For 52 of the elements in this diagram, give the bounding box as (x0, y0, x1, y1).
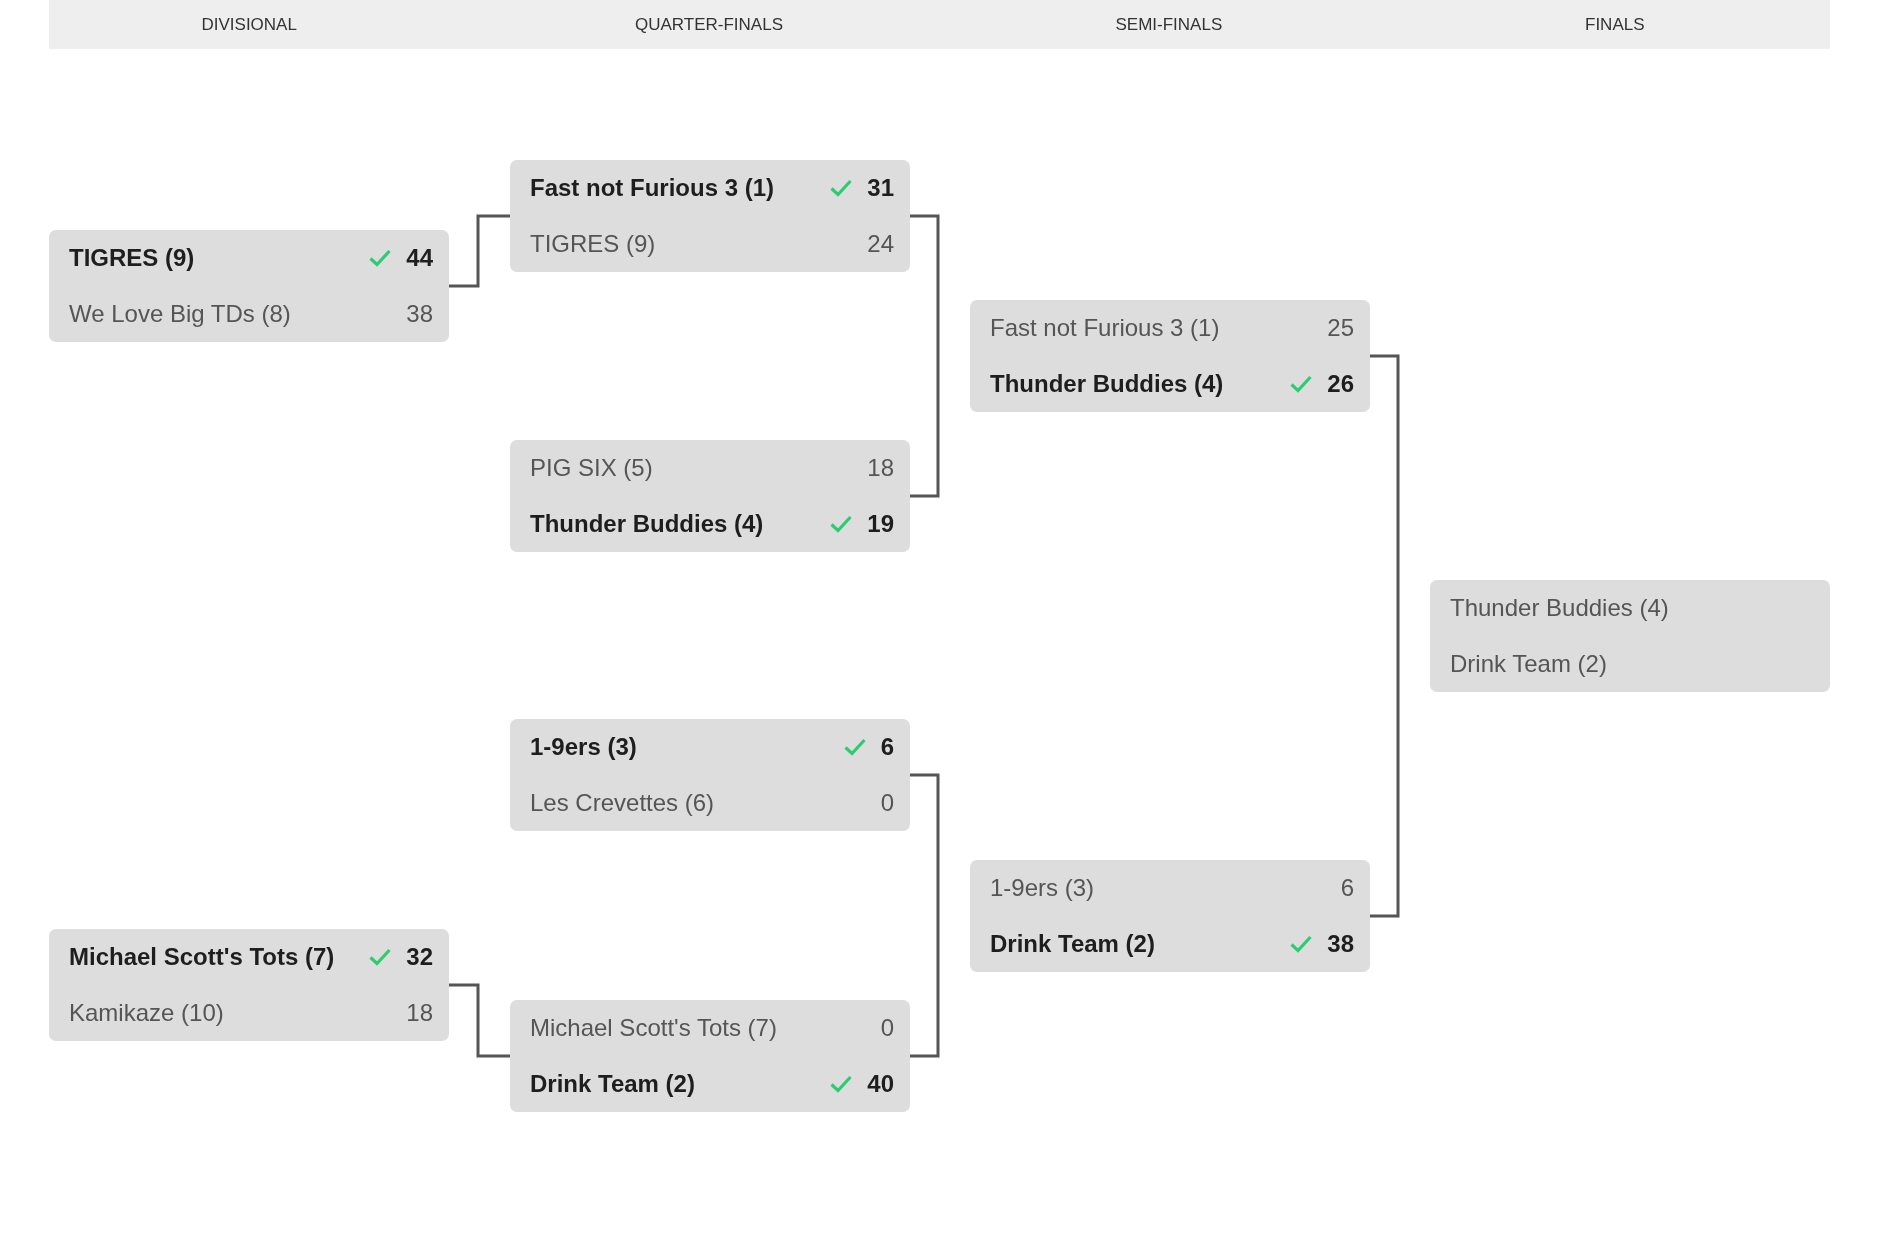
team-name: Thunder Buddies (4) (990, 369, 1224, 399)
match-card (49, 929, 449, 1041)
team-name: TIGRES (9) (530, 229, 656, 259)
score: 6 (880, 732, 894, 762)
score: 0 (880, 788, 894, 818)
score: 38 (406, 299, 433, 329)
team-name: Thunder Buddies (4) (530, 509, 764, 539)
match-card (970, 300, 1370, 412)
score: 26 (1327, 369, 1354, 399)
team-name: Drink Team (2) (530, 1069, 695, 1099)
column-heading: FINALS (1585, 15, 1645, 35)
column-heading: DIVISIONAL (201, 15, 297, 35)
bracket-connector (1370, 354, 1400, 918)
team-name: Fast not Furious 3 (1) (990, 313, 1220, 343)
score: 19 (867, 509, 894, 539)
team-name: Michael Scott's Tots (7) (530, 1013, 777, 1043)
team-name: Thunder Buddies (4) (1450, 593, 1669, 623)
match-card (970, 860, 1370, 972)
match-card (510, 160, 910, 272)
team-name: We Love Big TDs (8) (69, 299, 291, 329)
score: 40 (867, 1069, 894, 1099)
bracket-connector (449, 983, 510, 1058)
match-card (1430, 580, 1830, 692)
score: 32 (406, 942, 433, 972)
score: 18 (867, 453, 894, 483)
column-heading: QUARTER-FINALS (635, 15, 783, 35)
score: 18 (406, 998, 433, 1028)
score: 31 (867, 173, 894, 203)
score: 38 (1327, 929, 1354, 959)
team-name: Michael Scott's Tots (7) (69, 942, 335, 972)
score: 0 (880, 1013, 894, 1043)
team-name: 1-9ers (3) (530, 732, 637, 762)
score: 24 (867, 229, 894, 259)
team-name: Drink Team (2) (1450, 649, 1607, 679)
match-card (510, 440, 910, 552)
bracket-connector (449, 214, 510, 288)
team-name: PIG SIX (5) (530, 453, 653, 483)
column-heading: SEMI-FINALS (1115, 15, 1223, 35)
score: 6 (1340, 873, 1354, 903)
team-name: 1-9ers (3) (990, 873, 1095, 903)
team-name: Les Crevettes (6) (530, 788, 715, 818)
team-name: TIGRES (9) (69, 243, 195, 273)
match-card (510, 719, 910, 831)
team-name: Kamikaze (10) (69, 998, 224, 1028)
bracket-connector (910, 773, 940, 1058)
match-card (49, 230, 449, 342)
team-name: Fast not Furious 3 (1) (530, 173, 774, 203)
bracket-connector (910, 214, 940, 498)
score: 25 (1327, 313, 1354, 343)
team-name: Drink Team (2) (990, 929, 1155, 959)
score: 44 (406, 243, 433, 273)
match-card (510, 1000, 910, 1112)
